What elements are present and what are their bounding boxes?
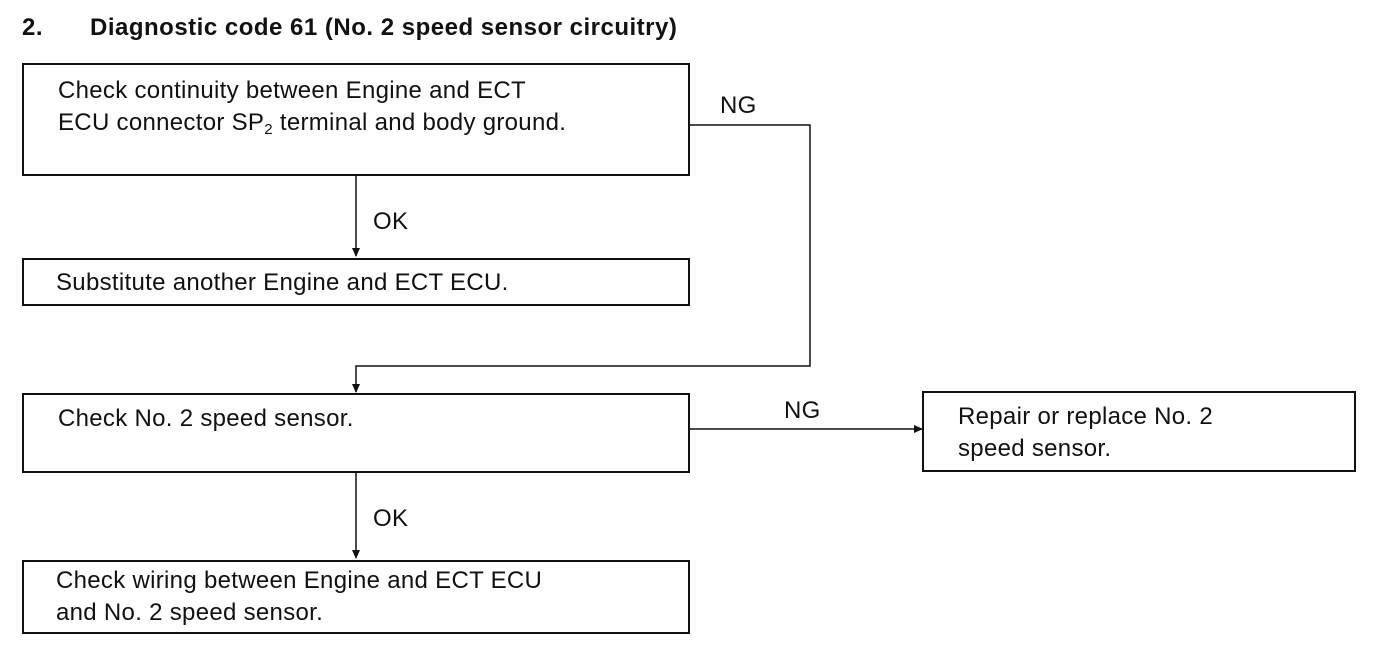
step-check-continuity-line2: ECU connector SP2 terminal and body grou…	[58, 107, 566, 139]
step-check-wiring-line2: and No. 2 speed sensor.	[56, 599, 324, 626]
edge-continuity-ng	[352, 124, 811, 393]
step-repair-sensor-line1: Repair or replace No. 2	[958, 403, 1214, 430]
step-repair-sensor: Repair or replace No. 2 speed sensor.	[922, 391, 1356, 472]
terminal-text: terminal and body ground.	[272, 109, 567, 136]
step-check-continuity-line1: Check continuity between Engine and ECT	[58, 77, 526, 104]
label-continuity-ok: OK	[373, 208, 409, 235]
title-text: Diagnostic code 61 (No. 2 speed sensor c…	[90, 14, 678, 41]
step-check-continuity: Check continuity between Engine and ECT …	[22, 63, 690, 176]
label-sensor-ok: OK	[373, 505, 409, 532]
step-substitute-ecu: Substitute another Engine and ECT ECU.	[22, 258, 690, 306]
diagram-title: 2. Diagnostic code 61 (No. 2 speed sensor…	[22, 14, 677, 42]
label-sensor-ng: NG	[784, 397, 821, 424]
title-number: 2.	[22, 14, 44, 41]
step-check-wiring-line1: Check wiring between Engine and ECT ECU	[56, 567, 543, 594]
step-check-sensor: Check No. 2 speed sensor.	[22, 393, 690, 473]
label-continuity-ng: NG	[720, 92, 757, 119]
step-substitute-ecu-text: Substitute another Engine and ECT ECU.	[56, 269, 509, 296]
step-check-wiring: Check wiring between Engine and ECT ECU …	[22, 560, 690, 634]
step-repair-sensor-line2: speed sensor.	[958, 435, 1112, 462]
connector-text: ECU connector SP	[58, 109, 265, 136]
step-check-sensor-text: Check No. 2 speed sensor.	[58, 405, 354, 432]
terminal-subscript: 2	[264, 121, 273, 138]
